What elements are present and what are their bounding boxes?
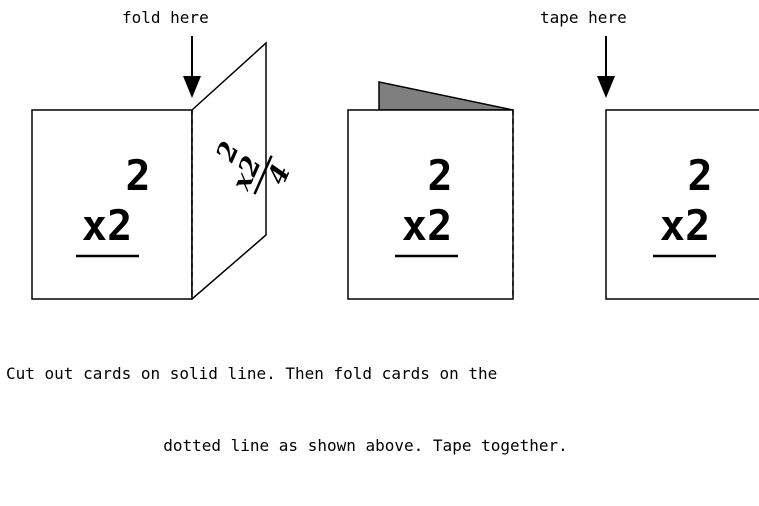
folded-flap-top xyxy=(378,81,514,111)
fold-here-arrow xyxy=(183,36,201,98)
card-2-bottom-number: x2 xyxy=(402,201,453,250)
instructions-line-1: Cut out cards on solid line. Then fold c… xyxy=(6,364,498,383)
flap-answer: 4 xyxy=(262,160,297,189)
card-flap: 2 x2 4 xyxy=(191,41,297,300)
card-1-top-number: 2 xyxy=(125,151,150,200)
card-taped: 2 x2 xyxy=(605,109,759,300)
tape-here-arrow xyxy=(597,36,615,98)
card-3-bottom-number: x2 xyxy=(660,201,711,250)
instructions-caption: Cut out cards on solid line. Then fold c… xyxy=(0,314,759,506)
flap-answer-line xyxy=(253,155,273,195)
card-1-bottom-number: x2 xyxy=(82,201,133,250)
card-unfolded: 2 x2 xyxy=(31,109,193,300)
card-3-top-number: 2 xyxy=(687,151,712,200)
fold-here-label: fold here xyxy=(122,8,209,27)
flash-card-instructions-diagram: fold here tape here 2 x2 2 x2 4 xyxy=(6,8,759,455)
instructions-line-2: dotted line as shown above. Tape togethe… xyxy=(163,436,568,455)
cards-illustration: 2 x2 2 x2 4 2 x2 xyxy=(31,36,759,300)
card-folded: 2 x2 xyxy=(347,81,514,300)
tape-here-label: tape here xyxy=(540,8,627,27)
card-2-top-number: 2 xyxy=(427,151,452,200)
